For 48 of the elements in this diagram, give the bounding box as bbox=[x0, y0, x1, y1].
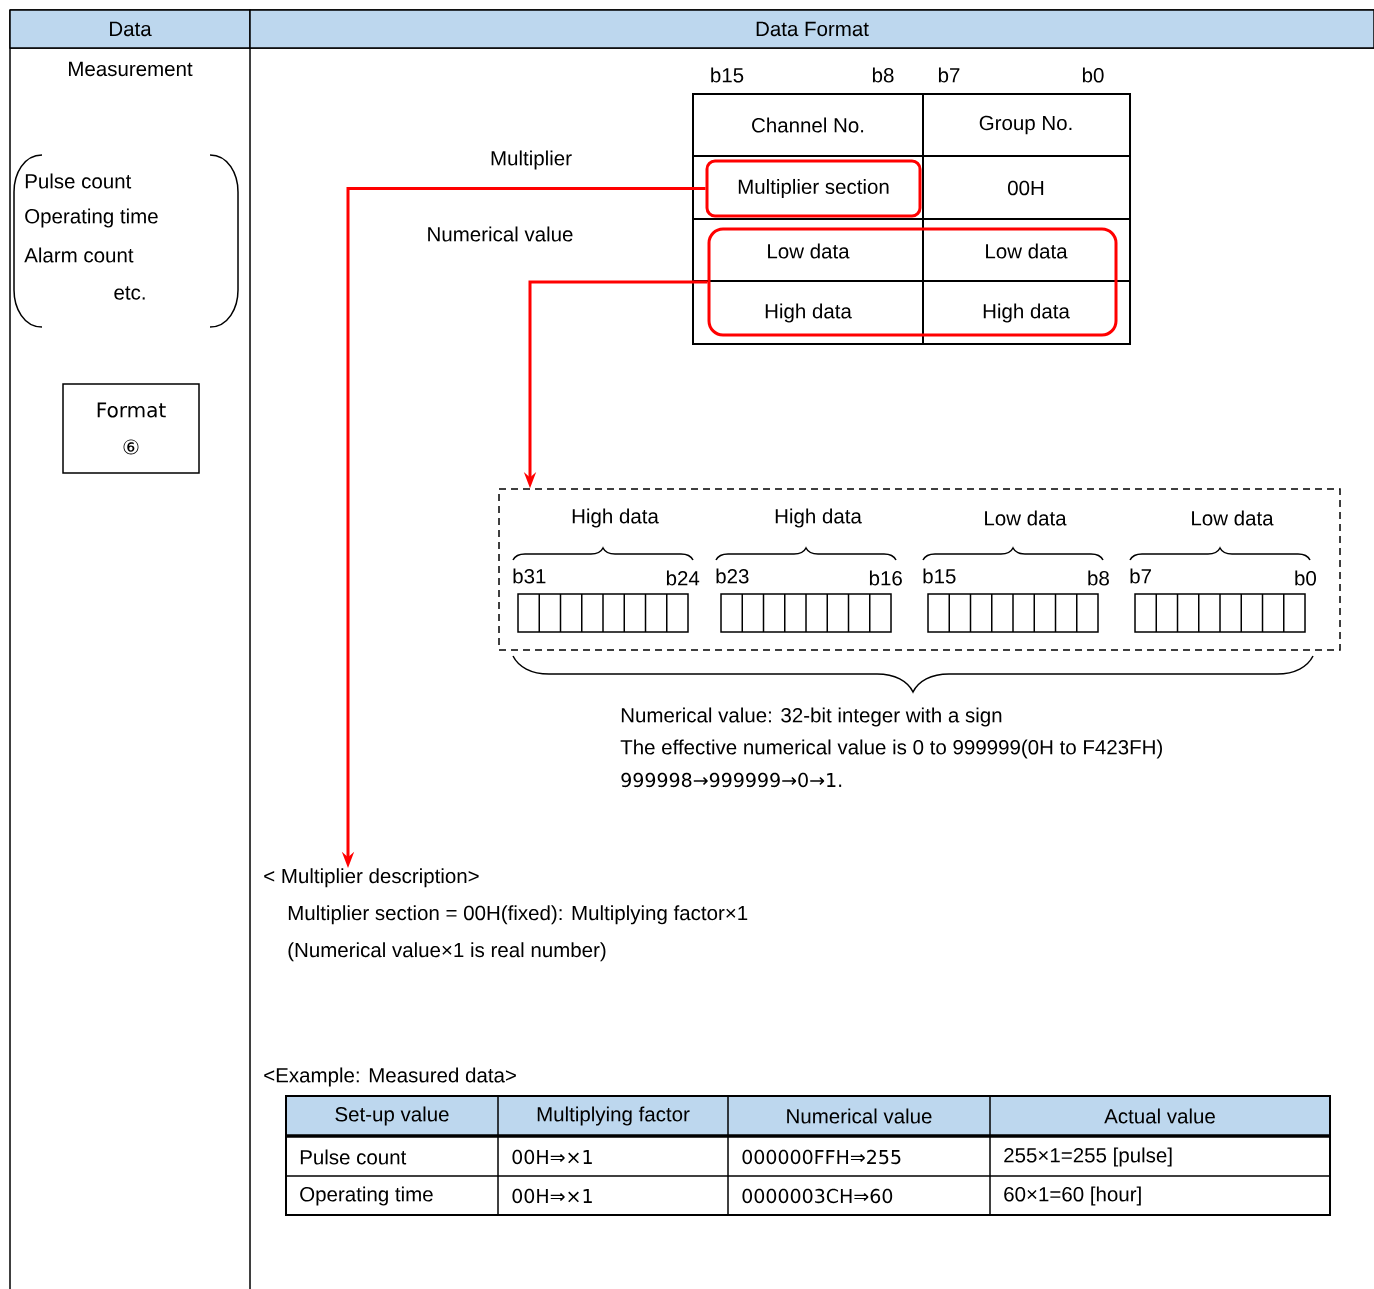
bit-label: b15 bbox=[923, 568, 956, 584]
cell-text: Operating time bbox=[300, 1186, 433, 1206]
edge-label: Multiplier bbox=[491, 150, 572, 170]
note-text: Numerical value: 32-bit integer with a sign bbox=[621, 707, 1002, 727]
list-item: Pulse count bbox=[25, 173, 132, 189]
group-label: Low data bbox=[985, 510, 1067, 526]
cell-text: 60×1=60 [hour] bbox=[1004, 1186, 1141, 1206]
bit-label: b7 bbox=[1130, 568, 1151, 584]
description-text: < Multiplier description> Multiplier section = 00H(fixed): Multiplying factor×1 (Numerical value×1 is real number) bbox=[264, 868, 748, 962]
bit-label: b8 bbox=[872, 67, 894, 83]
header-cell: Multiplying factor bbox=[498, 1097, 728, 1135]
header-cell: Data bbox=[9, 9, 251, 49]
group-label: High data bbox=[572, 508, 659, 528]
format-box: Format ⑥ bbox=[62, 383, 200, 474]
cell-text: 0000003CH⇒60 bbox=[742, 1188, 893, 1204]
bit-label: b0 bbox=[1295, 570, 1316, 586]
cell-text: 00H bbox=[1008, 180, 1044, 196]
bit-label: b8 bbox=[1088, 570, 1109, 586]
bit-label: b7 bbox=[938, 67, 960, 83]
bit-label: b23 bbox=[716, 568, 749, 584]
row-heading: Measurement bbox=[69, 61, 193, 77]
header-cell: Set-up value bbox=[286, 1097, 498, 1135]
cell-text: 000000FFH⇒255 bbox=[742, 1149, 901, 1165]
highlight-box: Low data Low data High data High data bbox=[707, 227, 1118, 337]
bit-label: b31 bbox=[513, 568, 546, 584]
header-cell: Actual value bbox=[990, 1097, 1330, 1135]
header-cell: Numerical value bbox=[728, 1097, 990, 1135]
bit-label: b15 bbox=[711, 67, 744, 83]
note-text: The effective numerical value is 0 to 999999(0H to F423FH) bbox=[620, 739, 1162, 759]
highlight-box: Multiplier section bbox=[705, 159, 922, 218]
cell-text: 00H⇒×1 bbox=[512, 1188, 592, 1204]
group-label: High data bbox=[775, 508, 862, 528]
cell-text: 00H⇒×1 bbox=[512, 1149, 592, 1165]
dashed-frame bbox=[498, 488, 1341, 651]
bit-label: b24 bbox=[666, 570, 700, 586]
cell-text: Group No. bbox=[979, 115, 1072, 135]
edge-label: Numerical value bbox=[428, 226, 573, 242]
section-heading: <Example: Measured data> bbox=[264, 1067, 516, 1087]
bit-label: b0 bbox=[1082, 67, 1104, 83]
list-item: Alarm count bbox=[24, 247, 134, 263]
list-item: Operating time bbox=[25, 208, 158, 228]
note-text: 999998→999999→0→1. bbox=[621, 772, 842, 788]
cell-text: Pulse count bbox=[300, 1149, 407, 1165]
group-label: Low data bbox=[1192, 510, 1274, 526]
cell-text: Channel No. bbox=[752, 117, 864, 133]
bit-label: b16 bbox=[869, 570, 902, 586]
list-item: etc. bbox=[114, 286, 145, 300]
cell-text: 255×1=255 [pulse] bbox=[1004, 1147, 1172, 1167]
